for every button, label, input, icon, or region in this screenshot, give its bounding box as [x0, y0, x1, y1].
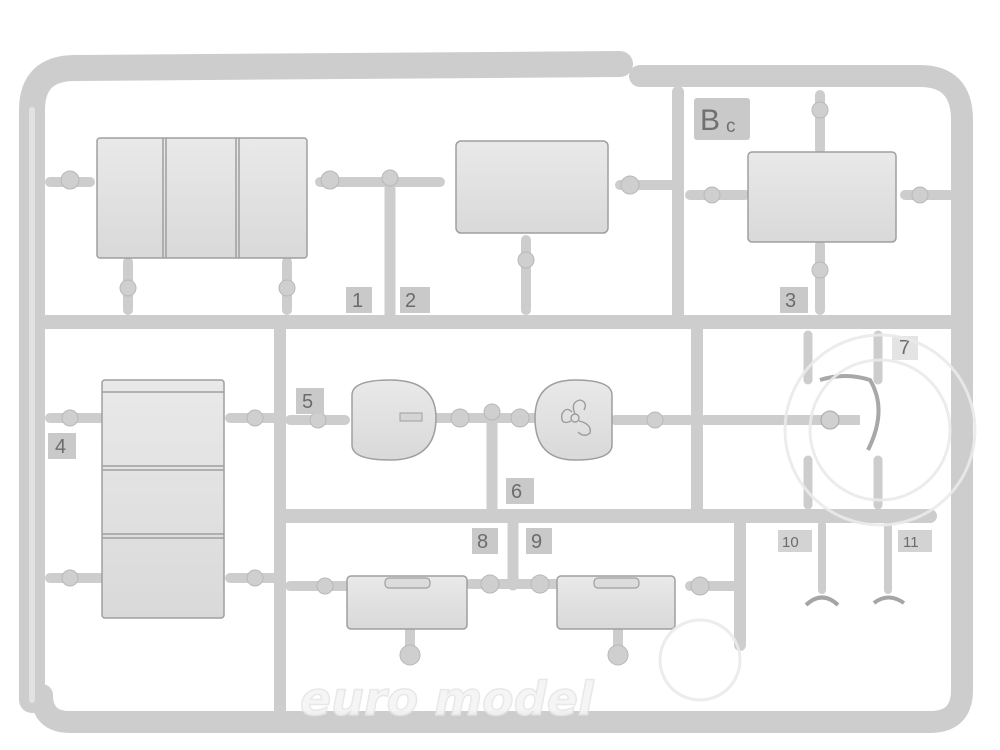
part-emblem-lid [534, 379, 613, 461]
part-suitcase-right [556, 575, 676, 630]
part-number-3: 3 [785, 290, 796, 312]
part-hook-10 [804, 595, 840, 607]
part-suitcase-left [346, 575, 468, 630]
part-case-top-right [747, 151, 897, 243]
part-case-top-center [455, 140, 609, 234]
part-number-1: 1 [352, 290, 363, 312]
part-hook-11 [872, 595, 906, 605]
watermark-logo: euro model [299, 333, 977, 727]
sprue-letter-tag [694, 98, 750, 140]
watermark-text: euro model [300, 672, 595, 726]
spiral-emblem-icon [561, 399, 591, 436]
gate-knobs [60, 101, 929, 666]
part-number-2: 2 [405, 290, 416, 312]
part-number-4: 4 [55, 436, 66, 458]
part-round-lid [351, 379, 437, 461]
part-number-8: 8 [477, 531, 488, 553]
outer-runner [19, 51, 973, 733]
part-number-11: 11 [903, 534, 919, 551]
part-tall-trunk [101, 379, 225, 619]
part-number-7: 7 [899, 337, 910, 359]
part-number-6: 6 [511, 481, 522, 503]
part-number-5: 5 [302, 391, 313, 413]
part-triple-box [96, 137, 308, 259]
sprue-letter-sub: c [726, 116, 736, 137]
lid-latch [399, 412, 423, 422]
part-number-10: 10 [782, 534, 799, 551]
part-number-9: 9 [531, 531, 542, 553]
sprue-letter: B [700, 104, 720, 137]
